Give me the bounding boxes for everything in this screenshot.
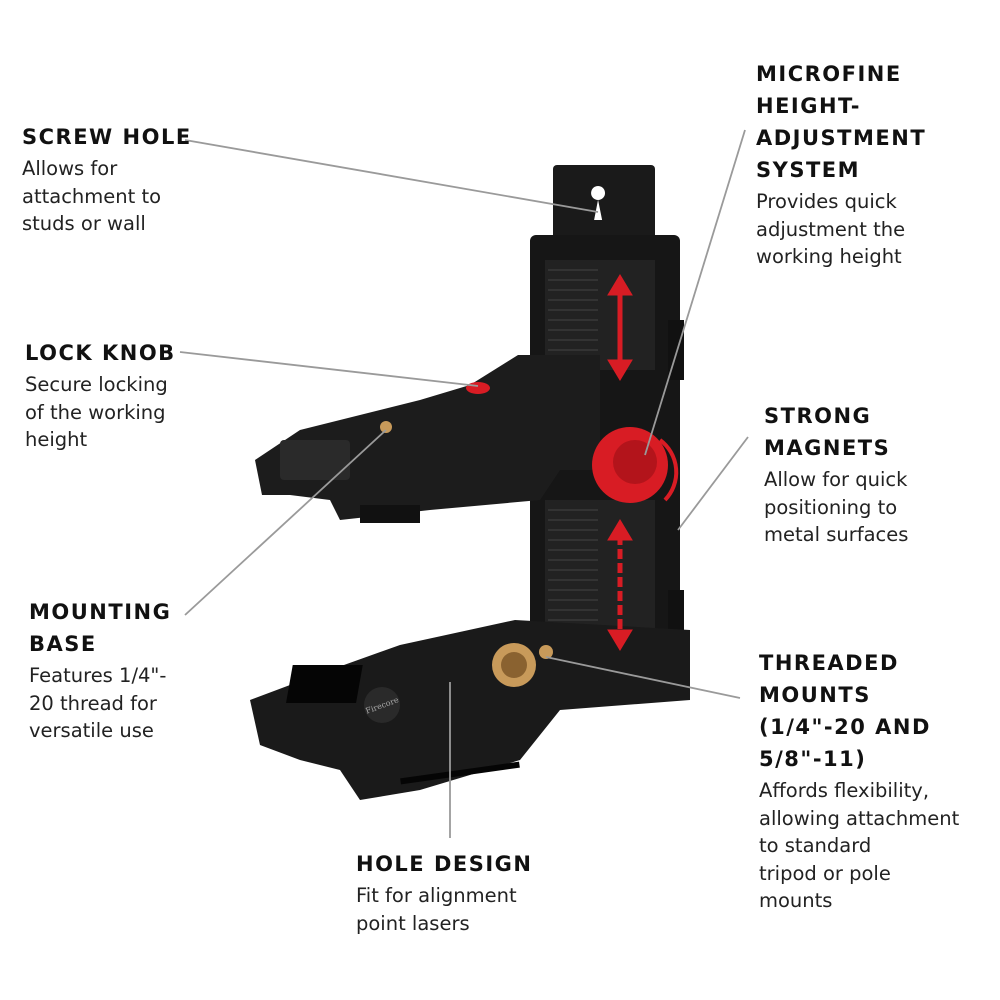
leader-lines [179, 129, 749, 838]
callout-title: SCREW HOLE [22, 125, 192, 149]
callout-title: HOLE DESIGN [356, 852, 533, 876]
lock-knob [466, 382, 490, 394]
mounting-arm [255, 355, 600, 523]
mounting-screw [380, 421, 392, 433]
callout-title: LOCK KNOB [25, 341, 176, 365]
screw-hole [591, 186, 606, 220]
base-plate: Firecore [250, 620, 690, 800]
height-arrows-icon [607, 274, 633, 651]
threaded-mount-small [539, 645, 553, 659]
rail-ridges [548, 269, 598, 621]
